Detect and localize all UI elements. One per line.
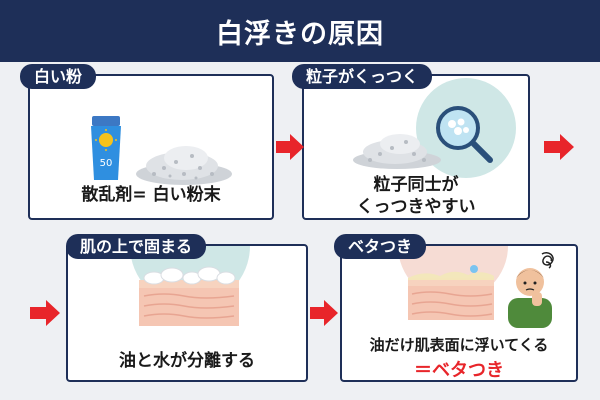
- step-caption: 散乱剤= 白い粉末: [81, 185, 221, 205]
- arrow-right-icon: [30, 300, 60, 326]
- step-tag-white-powder: 白い粉: [20, 64, 97, 89]
- step-panel-white-powder: 50 散乱剤= 白い粉末: [28, 74, 274, 220]
- step-tag-hardens-on-skin: 肌の上で固まる: [66, 234, 207, 259]
- step-caption-line2: くっつきやすい: [356, 197, 476, 217]
- arrow-right-icon: [276, 134, 304, 160]
- arrow-right-icon: [544, 134, 574, 160]
- confused-person-icon: [508, 251, 554, 328]
- step-caption-emphasis: ＝ベタつき: [414, 360, 504, 381]
- step-tag-stickiness: ベタつき: [334, 234, 427, 259]
- skin-layers-icon: [408, 265, 494, 320]
- skin-layers-icon: [139, 266, 239, 326]
- step-panel-particles-stick: 粒子同士が くっつきやすい: [302, 74, 530, 220]
- step-panel-hardens-on-skin: 油と水が分離する: [66, 244, 308, 382]
- arrow-right-icon: [310, 300, 338, 326]
- header-bar: 白浮きの原因: [0, 0, 600, 62]
- magnifier-icon: [436, 106, 493, 163]
- page-title: 白浮きの原因: [216, 18, 384, 50]
- step-caption: 油と水が分離する: [119, 351, 255, 371]
- sunscreen-tube-icon: 50: [91, 116, 121, 180]
- powder-pile-icon: [353, 134, 441, 169]
- step-panel-stickiness: 油だけ肌表面に浮いてくる ＝ベタつき: [340, 244, 578, 382]
- spf-label: 50: [100, 158, 113, 169]
- step-caption-line1: 粒子同士が: [373, 175, 459, 195]
- powder-pile-icon: [136, 146, 232, 185]
- step-caption: 油だけ肌表面に浮いてくる: [369, 336, 549, 354]
- step-tag-particles-stick: 粒子がくっつく: [292, 64, 433, 89]
